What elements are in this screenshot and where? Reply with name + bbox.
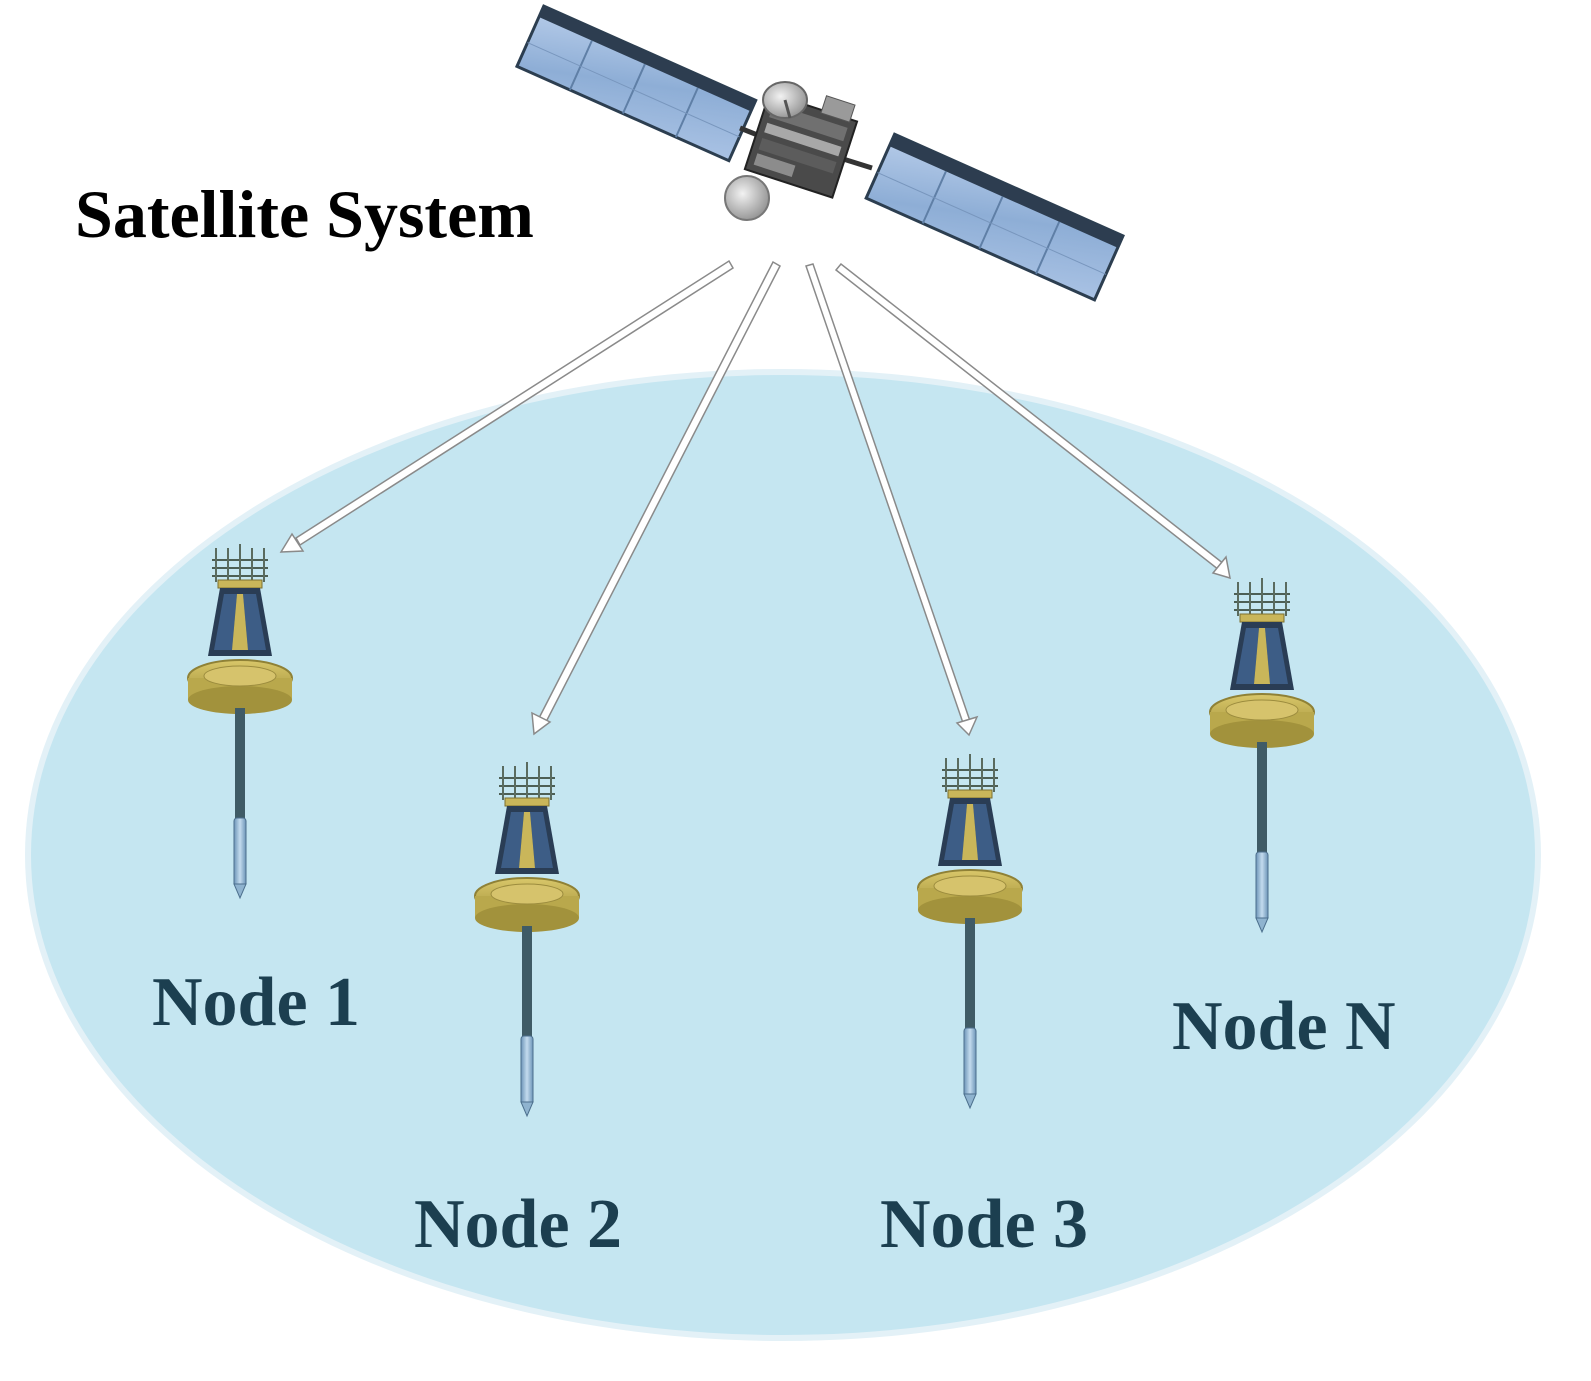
node-2-label: Node 2: [414, 1186, 623, 1263]
link-arrows: [279, 259, 1231, 737]
satellite-icon: [514, 4, 1125, 302]
node-n-label: Node N: [1172, 988, 1396, 1065]
ocean-region-inner: [31, 375, 1535, 1335]
arrow-to-node-2: [531, 260, 781, 736]
arrow-to-node-3: [805, 263, 979, 737]
arrow-to-node-1: [279, 259, 735, 553]
arrow-to-node-n: [834, 262, 1231, 580]
node-3-label: Node 3: [880, 1186, 1089, 1263]
node-1-label: Node 1: [152, 964, 361, 1041]
satellite-system-label: Satellite System: [75, 176, 534, 252]
